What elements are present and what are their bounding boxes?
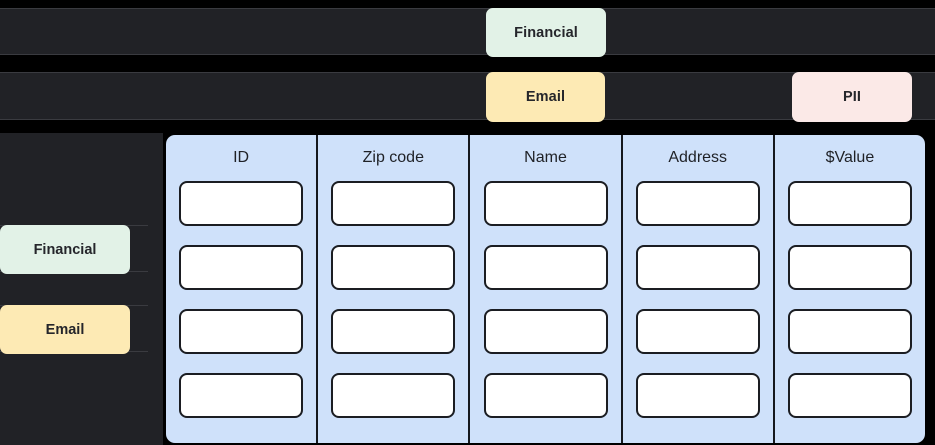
table-cell[interactable] bbox=[787, 309, 912, 354]
table-column-id: ID bbox=[166, 135, 316, 443]
table-cell[interactable] bbox=[179, 245, 304, 290]
column-header-id: ID bbox=[233, 149, 250, 166]
sidebar-row-financial: Financial bbox=[0, 225, 148, 274]
tag-row-1: Financial bbox=[0, 8, 935, 57]
tag-pii-row2[interactable]: PII bbox=[792, 72, 912, 122]
table-cell[interactable] bbox=[179, 309, 304, 354]
table-cell[interactable] bbox=[483, 309, 608, 354]
table-column-address: Address bbox=[620, 135, 773, 443]
table-cell[interactable] bbox=[331, 373, 456, 418]
sidebar: Financial Email bbox=[0, 133, 163, 445]
table-cell[interactable] bbox=[635, 373, 760, 418]
column-cells-address bbox=[623, 181, 773, 443]
sidebar-item-financial[interactable]: Financial bbox=[0, 225, 130, 274]
data-table-panel: ID Zip code Name bbox=[166, 135, 925, 443]
column-header-value: $Value bbox=[825, 149, 875, 166]
table-cell[interactable] bbox=[331, 181, 456, 226]
table-cell[interactable] bbox=[483, 245, 608, 290]
table-cell[interactable] bbox=[179, 181, 304, 226]
tag-financial-row1[interactable]: Financial bbox=[486, 8, 606, 57]
table-cell[interactable] bbox=[635, 181, 760, 226]
table-cell[interactable] bbox=[787, 181, 912, 226]
table-cell[interactable] bbox=[179, 373, 304, 418]
table-cell[interactable] bbox=[635, 309, 760, 354]
column-cells-id bbox=[166, 181, 316, 443]
column-cells-zip-code bbox=[318, 181, 468, 443]
tag-row-2: Email PII bbox=[0, 72, 935, 122]
tag-email-row2[interactable]: Email bbox=[486, 72, 605, 122]
table-cell[interactable] bbox=[787, 245, 912, 290]
sidebar-item-email[interactable]: Email bbox=[0, 305, 130, 354]
table-cell[interactable] bbox=[787, 373, 912, 418]
table-column-zip-code: Zip code bbox=[316, 135, 468, 443]
column-header-address: Address bbox=[668, 149, 728, 166]
column-header-zip-code: Zip code bbox=[362, 149, 424, 166]
table-cell[interactable] bbox=[483, 373, 608, 418]
table-column-name: Name bbox=[468, 135, 620, 443]
sidebar-row-email: Email bbox=[0, 305, 148, 354]
table-column-value: $Value bbox=[772, 135, 925, 443]
column-cells-value bbox=[775, 181, 925, 443]
column-header-name: Name bbox=[524, 149, 567, 166]
column-cells-name bbox=[470, 181, 620, 443]
table-cell[interactable] bbox=[635, 245, 760, 290]
table-cell[interactable] bbox=[483, 181, 608, 226]
table-cell[interactable] bbox=[331, 245, 456, 290]
lower-section: Financial Email ID Zip code bbox=[0, 133, 935, 445]
table-cell[interactable] bbox=[331, 309, 456, 354]
